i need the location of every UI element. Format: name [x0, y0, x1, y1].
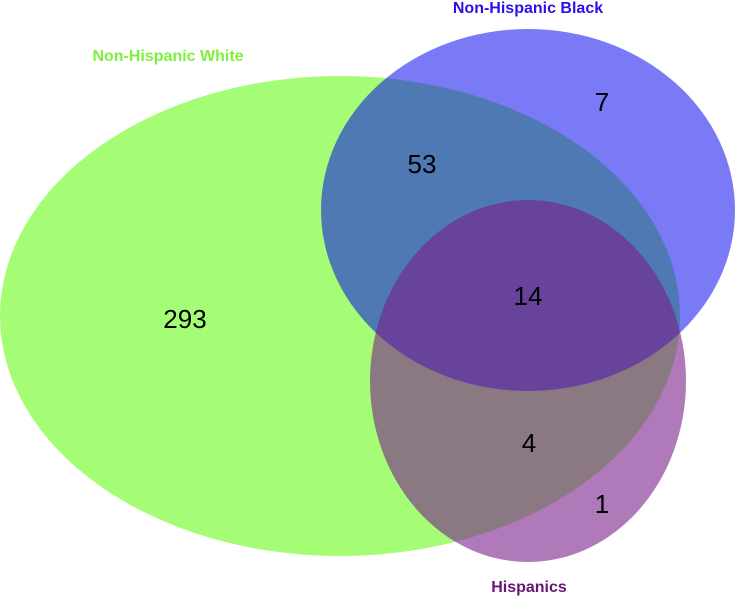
count-black-only: 7 [595, 87, 609, 117]
count-white-hispanic: 4 [522, 428, 536, 458]
set-ellipse-hispanics [370, 200, 686, 562]
label-non-hispanic-black: Non-Hispanic Black [453, 0, 603, 17]
label-hispanics: Hispanics [491, 579, 567, 596]
label-non-hispanic-white: Non-Hispanic White [92, 48, 243, 65]
count-white-black: 53 [408, 149, 437, 179]
count-white-only: 293 [163, 304, 206, 334]
count-hispanic-only: 1 [595, 489, 609, 519]
count-all-three: 14 [514, 281, 543, 311]
